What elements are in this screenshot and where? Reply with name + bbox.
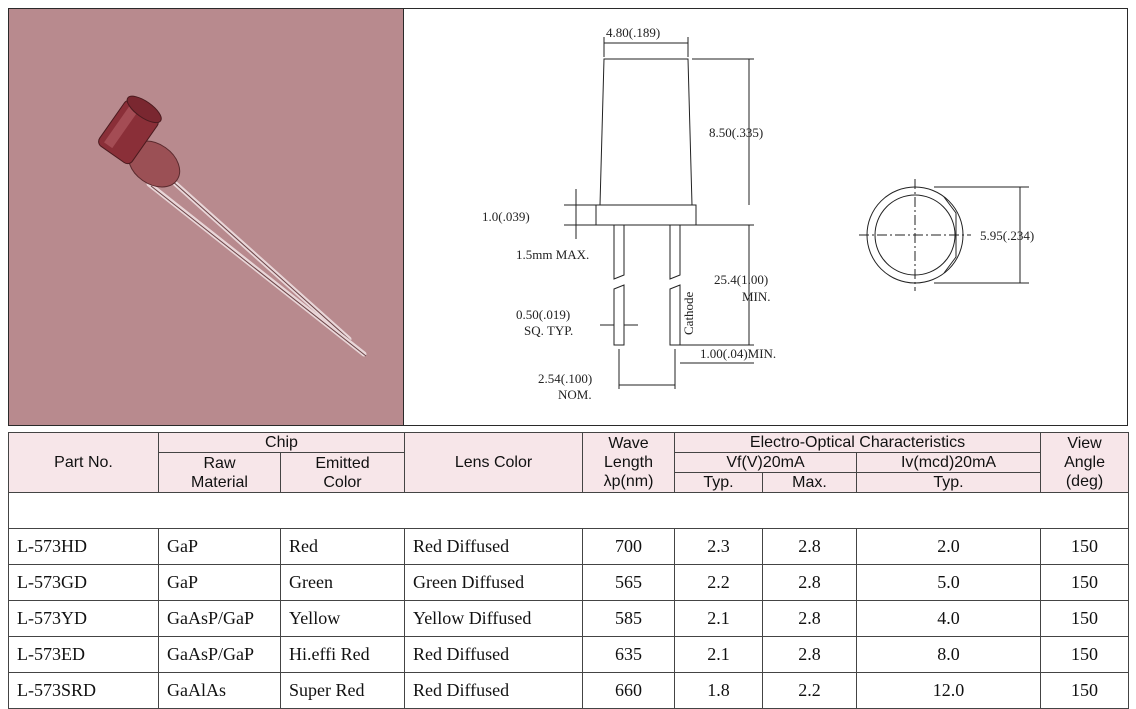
cell-part: L-573YD [8,600,159,637]
header-chip: Chip [158,432,405,453]
cell-lens: Yellow Diffused [404,600,583,637]
cell-vf-typ: 2.1 [674,636,763,673]
header-wave-unit: λp(nm) [603,473,654,490]
cell-part: L-573SRD [8,672,159,709]
dim-nom: NOM. [558,387,592,402]
cell-lens: Red Diffused [404,636,583,673]
cell-raw: GaAlAs [158,672,281,709]
dim-flange: 1.0(.039) [482,209,530,224]
header-wave-label: Wave Length [604,435,653,471]
dim-top: 4.80(.189) [606,25,660,40]
header-part-no: Part No. [8,432,159,493]
table-row: L-573GD GaP Green Green Diffused 565 2.2… [8,564,1130,601]
header-view: View Angle (deg) [1040,432,1130,493]
header-vf-max: Max. [762,472,857,493]
cell-emitted: Hi.effi Red [280,636,405,673]
cell-emitted: Super Red [280,672,405,709]
dim-body: 8.50(.335) [709,125,763,140]
table-row: L-573SRD GaAlAs Super Red Red Diffused 6… [8,672,1130,709]
header-emitted: Emitted Color [280,452,405,493]
cell-lens: Red Diffused [404,528,583,565]
cell-vf-typ: 2.1 [674,600,763,637]
cell-raw: GaAsP/GaP [158,636,281,673]
cell-wave: 585 [582,600,675,637]
led-photo [8,8,404,426]
cell-part: L-573ED [8,636,159,673]
cell-iv: 5.0 [855,564,1042,601]
cell-vf-max: 2.8 [762,528,857,565]
cell-iv: 2.0 [855,528,1042,565]
cell-vf-typ: 2.3 [674,528,763,565]
cell-emitted: Green [280,564,405,601]
header-iv: Iv(mcd)20mA [855,452,1042,473]
cell-angle: 150 [1040,600,1130,637]
dim-pitch: 2.54(.100) [538,371,592,386]
cell-angle: 150 [1040,636,1130,673]
cell-vf-typ: 1.8 [674,672,763,709]
dim-min: MIN. [742,289,771,304]
table-row: L-573YD GaAsP/GaP Yellow Yellow Diffused… [8,600,1130,637]
header-vf-typ: Typ. [674,472,763,493]
cell-raw: GaAsP/GaP [158,600,281,637]
cell-angle: 150 [1040,528,1130,565]
cell-wave: 660 [582,672,675,709]
cell-angle: 150 [1040,564,1130,601]
cell-raw: GaP [158,528,281,565]
dimension-drawing: 4.80(.189) 8.50(.335) 1.0(.039) 1.5mm MA… [404,8,1128,426]
cell-emitted: Yellow [280,600,405,637]
cell-wave: 700 [582,528,675,565]
header-wave: Wave Length λp(nm) [582,432,675,493]
dim-max: 1.5mm MAX. [516,247,589,262]
cell-vf-max: 2.8 [762,636,857,673]
spec-table: Part No. Chip Lens Color Wave Length λp(… [7,432,1130,709]
cell-vf-max: 2.8 [762,600,857,637]
table-row: L-573ED GaAsP/GaP Hi.effi Red Red Diffus… [8,636,1130,673]
dim-sq: 0.50(.019) [516,307,570,322]
cell-raw: GaP [158,564,281,601]
cell-emitted: Red [280,528,405,565]
cell-angle: 150 [1040,672,1130,709]
cell-lens: Green Diffused [404,564,583,601]
cathode-label: Cathode [681,291,696,335]
cell-iv: 12.0 [855,672,1042,709]
header-eo: Electro-Optical Characteristics [673,432,1042,453]
dim-sq-typ: SQ. TYP. [524,323,573,338]
cell-iv: 8.0 [855,636,1042,673]
cell-part: L-573HD [8,528,159,565]
table-gap [7,492,1130,529]
dim-dia: 5.95(.234) [980,228,1034,243]
cell-vf-typ: 2.2 [674,564,763,601]
header-raw: Raw Material [158,452,281,493]
dim-lead-min: 1.00(.04)MIN. [700,346,776,361]
cell-vf-max: 2.2 [762,672,857,709]
cell-part: L-573GD [8,564,159,601]
header-lens: Lens Color [404,432,583,493]
header-vf: Vf(V)20mA [674,452,857,473]
cell-iv: 4.0 [855,600,1042,637]
cell-wave: 635 [582,636,675,673]
dim-lead-len: 25.4(1.00) [714,272,768,287]
cell-lens: Red Diffused [404,672,583,709]
table-row: L-573HD GaP Red Red Diffused 700 2.3 2.8… [8,528,1130,565]
header-iv-typ: Typ. [855,472,1042,493]
cell-vf-max: 2.8 [762,564,857,601]
cell-wave: 565 [582,564,675,601]
